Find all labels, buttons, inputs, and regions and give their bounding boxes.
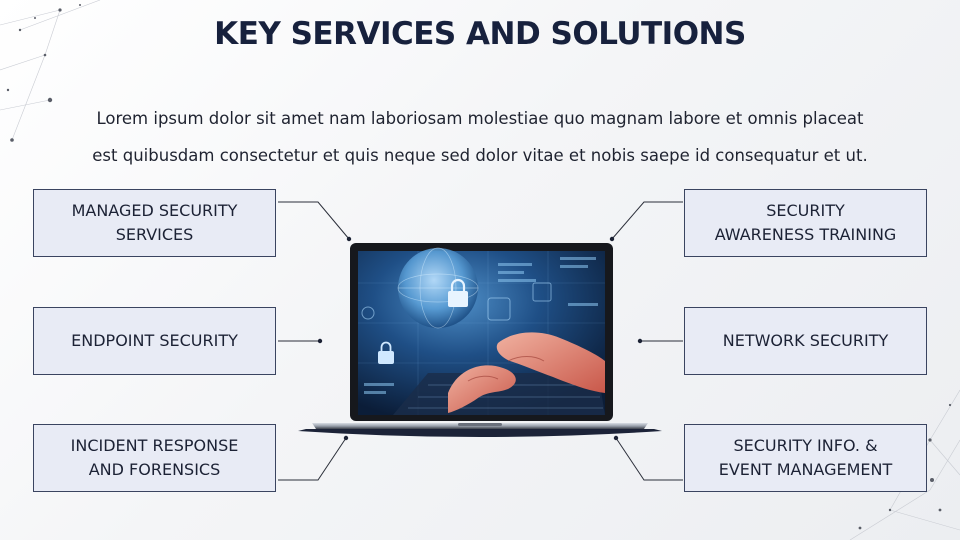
service-managed-security[interactable]: MANAGED SECURITY SERVICES — [33, 189, 276, 257]
connector-incident-response — [278, 437, 347, 481]
connector-siem — [615, 437, 683, 481]
service-incident-response[interactable]: INCIDENT RESPONSE AND FORENSICS — [33, 424, 276, 492]
laptop-cybersecurity-image — [298, 243, 662, 437]
service-endpoint-security[interactable]: ENDPOINT SECURITY — [33, 307, 276, 375]
service-siem[interactable]: SECURITY INFO. & EVENT MANAGEMENT — [684, 424, 927, 492]
intro-line-1: Lorem ipsum dolor sit amet nam laboriosa… — [96, 109, 864, 128]
service-network-security[interactable]: NETWORK SECURITY — [684, 307, 927, 375]
connector-awareness-training — [611, 201, 683, 240]
intro-line-2: est quibusdam consectetur et quis neque … — [92, 146, 868, 165]
service-awareness-training[interactable]: SECURITY AWARENESS TRAINING — [684, 189, 927, 257]
intro-paragraph: Lorem ipsum dolor sit amet nam laboriosa… — [60, 100, 900, 174]
network-decoration-top-left — [0, 0, 101, 142]
connector-managed-security — [278, 201, 350, 240]
slide-title: KEY SERVICES AND SOLUTIONS — [214, 16, 746, 52]
